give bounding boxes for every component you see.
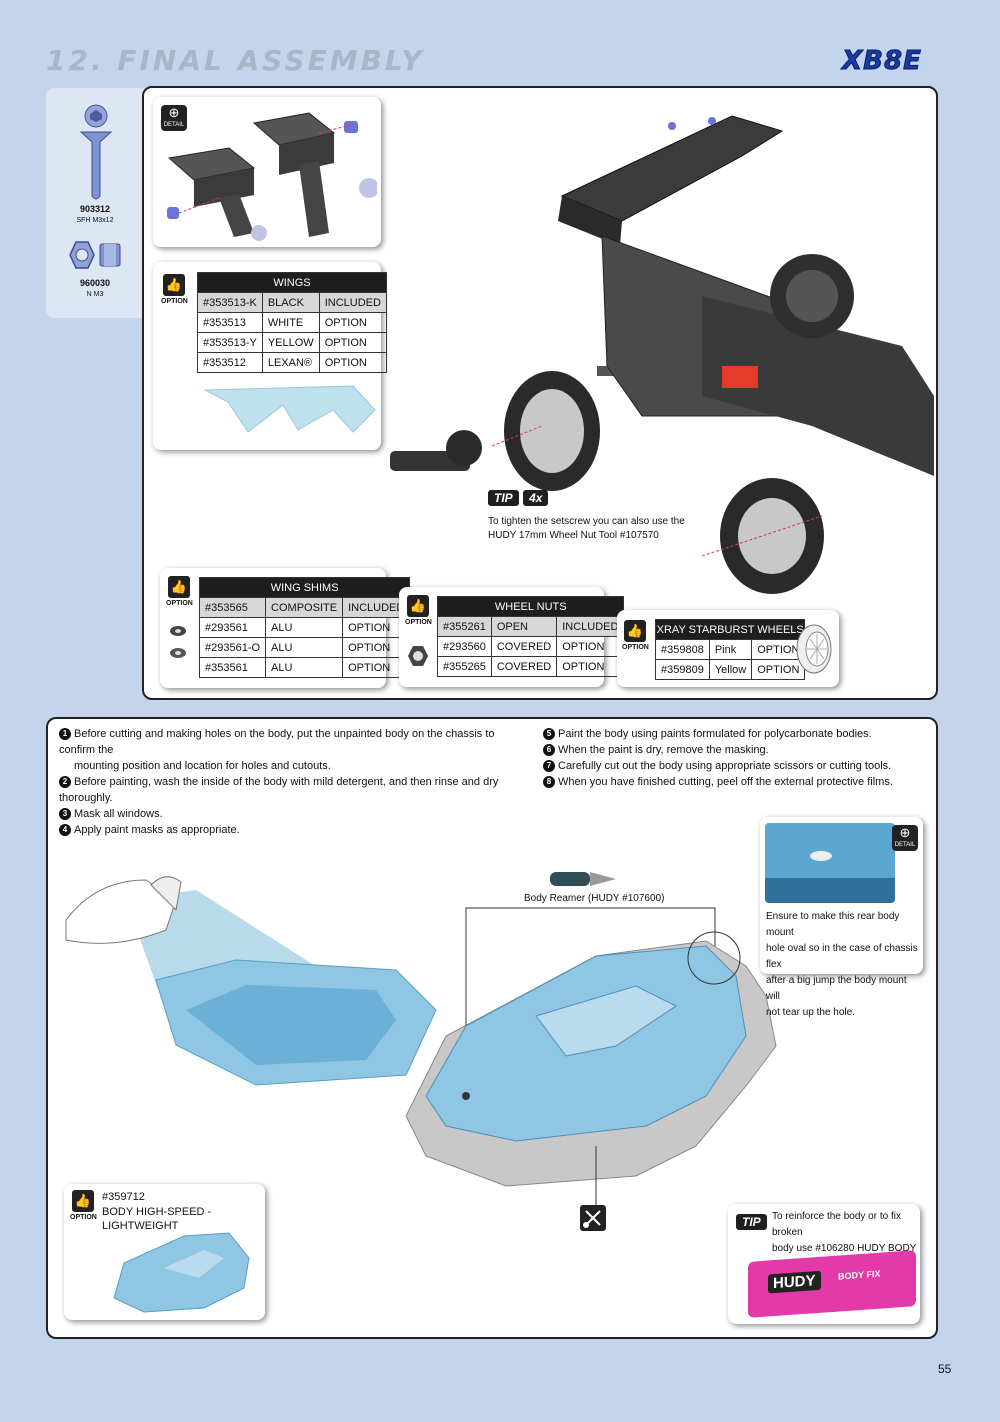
tip-wheel-tool: TIP 4x To tighten the setscrew you can a… (488, 489, 685, 543)
count-badge: 4x (523, 490, 549, 506)
detail-icon: ⊕ DETAIL (161, 105, 187, 131)
wing-mount-illustration (167, 112, 377, 241)
body-mount-photo (765, 823, 895, 903)
tip-badge: TIP (736, 1214, 767, 1230)
body-option-box: 👍 OPTION #359712 BODY HIGH-SPEED - LIGHT… (64, 1184, 265, 1320)
lightweight-body-illustration (113, 1232, 250, 1313)
lexan-wing-illustration (203, 385, 376, 433)
shim-icons (170, 626, 186, 658)
body-fix-tip-box: TIP To reinforce the body or to fix brok… (728, 1204, 920, 1324)
page-number: 55 (938, 1362, 952, 1376)
reamer-label: Body Reamer (HUDY #107600) (524, 893, 665, 904)
detail-note-text: Ensure to make this rear body mount hole… (766, 911, 918, 1018)
parts-sidebar: 903312 SFH M3x12 960030 N M3 (46, 88, 144, 318)
wheel-nut-icon (408, 646, 428, 666)
detail-icon: ⊕ DETAIL (892, 825, 918, 851)
part-name: N M3 (86, 291, 104, 298)
table-title: XRAY STARBURST WHEELS (654, 619, 806, 640)
option-icon: 👍 OPTION (622, 620, 649, 651)
option-icon: 👍 OPTION (70, 1190, 97, 1221)
body-option-name: BODY HIGH-SPEED - LIGHTWEIGHT (102, 1206, 212, 1232)
table-title: WINGS (197, 272, 387, 293)
option-icon: 👍 OPTION (161, 274, 188, 305)
car-assembly-illustration (390, 115, 934, 594)
page-title: 12. FINAL ASSEMBLY (46, 44, 425, 77)
table-title: WING SHIMS (198, 577, 411, 598)
part-code: 960030 (79, 278, 111, 288)
body-option-code: #359712 (102, 1191, 145, 1203)
part-code: 903312 (79, 204, 111, 214)
nut-icon (69, 241, 121, 269)
detail-box-wing-mount: ⊕ DETAIL (153, 97, 381, 247)
reamer-leader-line (465, 907, 716, 1095)
tip-text: To tighten the setscrew you can also use… (488, 516, 685, 527)
screw-icon (79, 104, 113, 200)
option-icon: 👍 OPTION (405, 595, 432, 626)
scissors-icon (580, 1205, 606, 1231)
table-title: WHEEL NUTS (436, 596, 625, 617)
tip-text: HUDY 17mm Wheel Nut Tool #107570 (488, 530, 659, 541)
body-fix-tube: HUDY BODY FIX (748, 1250, 916, 1318)
spray-paint-illustration (65, 876, 437, 1086)
step-item-continued: mounting position and location for holes… (74, 760, 331, 772)
option-icon: 👍 OPTION (166, 576, 193, 607)
part-name: SFH M3x12 (76, 217, 114, 224)
body-reamer-icon (550, 872, 616, 886)
brand-logo: XB8E (842, 46, 922, 77)
detail-box-body-mount: ⊕ DETAIL Ensure to make this rear body m… (760, 817, 923, 1018)
starburst-wheel-icon (796, 624, 832, 674)
body-shell-illustration (405, 931, 777, 1206)
tip-badge: TIP (488, 490, 519, 506)
